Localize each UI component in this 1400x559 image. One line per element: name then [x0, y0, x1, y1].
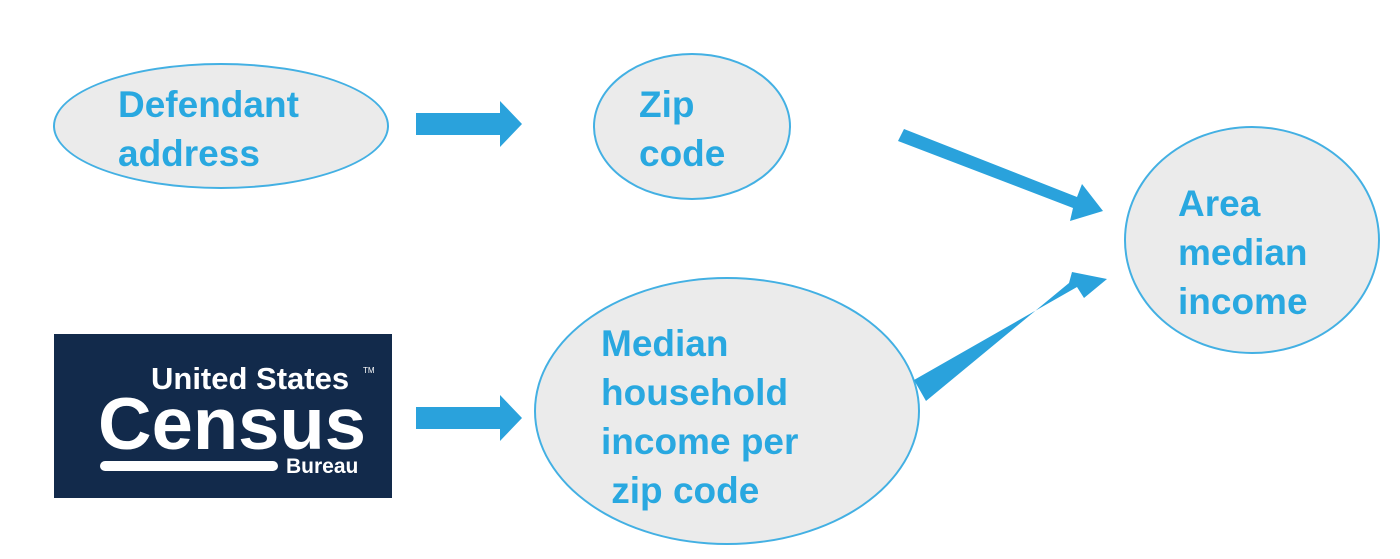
node-median-household-income [534, 277, 920, 545]
node-zip-code [593, 53, 791, 200]
arrow-address-to-zip [416, 101, 522, 147]
area-median-income-label: Area median income [1178, 183, 1308, 322]
defendant-address-label: Defendant address [118, 84, 299, 174]
arrow-median-income-to-area-income [914, 272, 1107, 401]
census-bureau-logo: United States TM Census Bureau [54, 334, 392, 498]
census-logo-bureau: Bureau [286, 455, 358, 478]
node-defendant-address [53, 63, 389, 189]
arrow-zip-to-area-income [898, 129, 1103, 221]
arrow-census-to-median-income [416, 395, 522, 441]
node-area-median-income [1124, 126, 1380, 354]
census-logo-tm: TM [363, 366, 375, 375]
census-logo-graphic: United States TM Census Bureau [98, 361, 375, 478]
median-household-income-label: Median household income per zip code [601, 323, 799, 511]
zip-code-label: Zip code [639, 84, 726, 174]
census-logo-census: Census [98, 384, 366, 465]
census-logo-united-states: United States [151, 361, 349, 396]
census-logo-underline [100, 461, 278, 471]
